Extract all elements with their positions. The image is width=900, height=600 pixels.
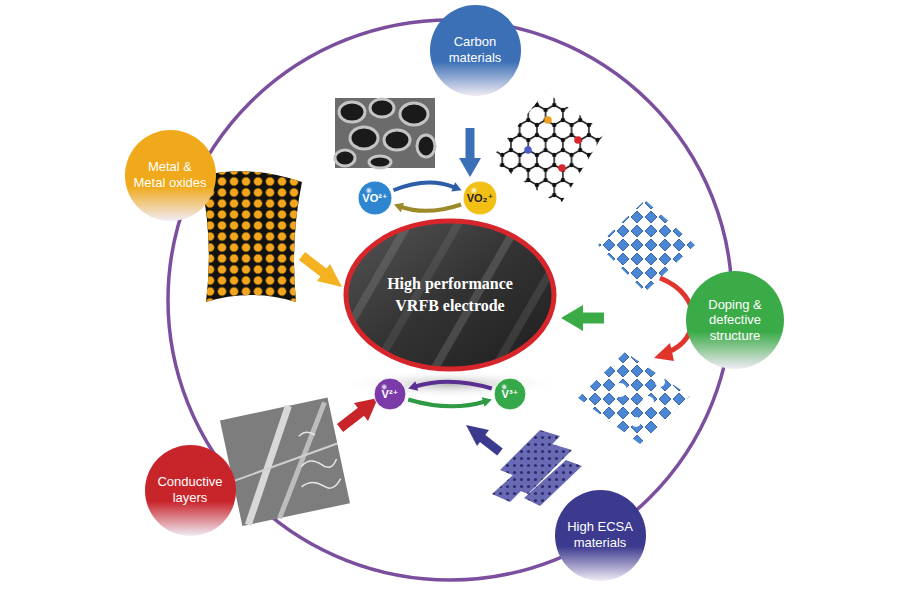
cycle-arrow [394, 203, 461, 212]
ion-label: VO²⁺ [362, 192, 387, 204]
cycle-arrow [408, 397, 492, 407]
graphene-lattice [490, 92, 605, 205]
electrode-shadow [340, 370, 560, 398]
ecsa-crystals [492, 430, 582, 506]
category-circle: High ECSA materials [554, 489, 647, 582]
category-label: Conductive layers [152, 474, 228, 505]
ion-label: VO₂⁺ [467, 192, 494, 204]
conductive-layer-image [220, 398, 350, 527]
category-label: Carbon materials [437, 34, 513, 65]
ion-sphere: VO²⁺ [357, 180, 393, 216]
purple-arrow [466, 425, 500, 452]
ion-label: V³⁺ [502, 388, 519, 400]
ion-label: V²⁺ [382, 388, 399, 400]
green-arrow [561, 305, 604, 331]
category-circle: Doping & defective structure [685, 270, 785, 370]
cycle-arrow [393, 182, 461, 191]
doping-lattice [578, 200, 695, 444]
electrode-ellipse: High performance VRFB electrode [342, 217, 558, 373]
category-circle: Conductive layers [144, 444, 237, 537]
electrode-label: High performance VRFB electrode [375, 273, 525, 316]
ion-sphere: V³⁺ [493, 377, 527, 411]
ion-sphere: V²⁺ [373, 377, 407, 411]
node-outline [342, 217, 558, 373]
category-label: Metal & Metal oxides [132, 159, 208, 190]
blue-arrow [459, 128, 481, 177]
orange-arrow [302, 256, 342, 287]
metal-oxide-sheet [200, 171, 302, 302]
category-circle: Carbon materials [429, 4, 522, 97]
ion-sphere: VO₂⁺ [462, 180, 498, 216]
foam-image [335, 98, 435, 168]
category-label: Doping & defective structure [697, 297, 773, 344]
category-label: High ECSA materials [562, 519, 638, 550]
category-circle: Metal & Metal oxides [124, 129, 217, 222]
red-arrow [340, 398, 378, 428]
cycle-arrow [408, 381, 492, 391]
outer-ring [168, 20, 732, 580]
